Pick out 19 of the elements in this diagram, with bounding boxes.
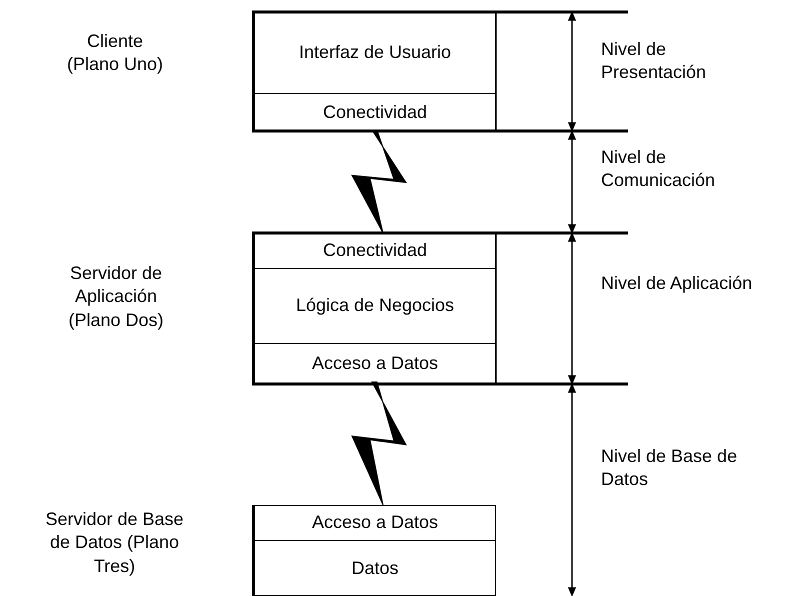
lightning-connector (351, 130, 407, 234)
layer-row: Conectividad (255, 234, 495, 269)
layer-row: Interfaz de Usuario (255, 13, 495, 94)
level-label: Nivel de Aplicación (601, 272, 754, 295)
layer-box (252, 505, 496, 596)
lightning-connector (351, 382, 407, 506)
level-label: Nivel de Comunicación (601, 146, 716, 192)
tier-heading: Servidor de Aplicación (Plano Dos) (67, 262, 165, 332)
level-label: Nivel de Presentación (601, 38, 708, 84)
layer-row: Datos (255, 541, 495, 596)
tier-heading: Cliente (Plano Uno) (66, 30, 164, 76)
layer-row: Conectividad (255, 94, 495, 131)
level-label: Nivel de Base de Datos (601, 445, 738, 492)
layer-box (252, 233, 496, 384)
layer-row: Acceso a Datos (255, 506, 495, 541)
layer-row: Acceso a Datos (255, 344, 495, 383)
layer-row: Lógica de Negocios (255, 269, 495, 344)
tier-heading: Servidor de Base de Datos (Plano Tres) (44, 508, 185, 578)
layer-box (252, 12, 496, 131)
